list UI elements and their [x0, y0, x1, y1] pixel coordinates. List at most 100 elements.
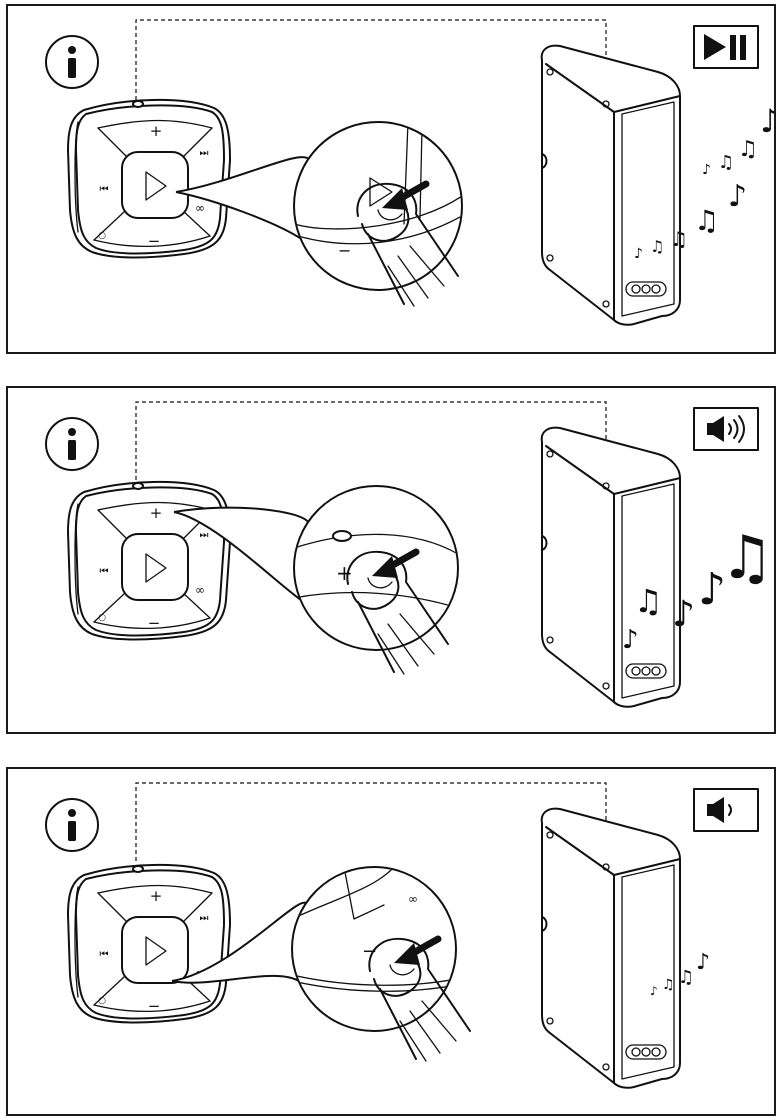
minus-label: − [148, 997, 161, 1015]
music-notes-icon: ♪♫♫♪ [650, 950, 710, 998]
side-notch [541, 535, 548, 551]
speaker-buttons [625, 663, 667, 679]
speaker-grille [621, 483, 675, 699]
press-arrow-icon [372, 548, 420, 578]
panel-illustration: +−⏮⏭∞○−♪♫♫♫♪♪♫♫♪ [45, 19, 774, 326]
music-notes-icon: ♪♫♪♪♫ [622, 523, 774, 655]
note-icon: ♪ [696, 950, 710, 975]
link-icon: ∞ [195, 201, 205, 215]
screw [546, 831, 554, 839]
info-icon [45, 798, 99, 852]
screw [546, 1017, 554, 1025]
zoom-minus-label: − [362, 941, 377, 962]
beamed-note-icon: ♫ [678, 967, 694, 988]
next-icon: ⏭ [200, 148, 209, 159]
zoom-circle [293, 121, 463, 291]
finger-icon [356, 180, 459, 307]
speaker [540, 807, 681, 1089]
volume-down-icon [693, 788, 759, 832]
zoom-bubble: + [173, 485, 459, 651]
speaker [540, 426, 681, 708]
beamed-note-icon: ♫ [662, 977, 675, 993]
screw [602, 100, 610, 108]
beamed-note-icon: ♫ [650, 237, 664, 256]
info-icon [45, 417, 99, 471]
next-icon: ⏭ [200, 530, 209, 541]
zoom-play-edge [343, 868, 385, 920]
connection-line [135, 401, 607, 480]
press-arrow-icon [394, 935, 442, 965]
screw [546, 636, 554, 644]
panel-volume-up: +−⏮⏭∞○+♪♫♪♪♫ [6, 386, 776, 734]
remote-control: + − ⏮ ⏭ ∞ ○ [67, 99, 231, 259]
dot-icon: ○ [98, 613, 106, 623]
minus-label: − [148, 614, 161, 632]
speaker-buttons [625, 281, 667, 297]
note-icon: ♪ [622, 625, 639, 655]
play-icon [145, 171, 167, 201]
remote-control: +−⏮⏭∞○ [67, 864, 231, 1024]
speaker [540, 44, 681, 326]
beamed-note-icon: ♫ [670, 227, 688, 251]
connection-line [135, 782, 607, 861]
note-icon: ♪ [650, 984, 658, 998]
plus-label: + [150, 887, 163, 905]
clip-hole [332, 530, 352, 542]
screw [546, 450, 554, 458]
beamed-note-icon: ♫ [694, 204, 719, 237]
finger-icon [368, 935, 471, 1062]
note-icon: ♪ [702, 162, 711, 178]
note-icon: ♪ [698, 564, 726, 615]
remote-control: +−⏮⏭∞○ [67, 481, 231, 641]
speaker-buttons [625, 1044, 667, 1060]
plus-label: + [150, 122, 163, 140]
panel-illustration: +−⏮⏭∞○∞−♪♫♫♪ [45, 782, 759, 1089]
panel-volume-down: +−⏮⏭∞○∞−♪♫♫♪ [6, 767, 776, 1116]
finger-icon [346, 548, 449, 675]
plus-label: + [150, 504, 163, 522]
zoom-circle [293, 485, 459, 651]
zoom-bubble: − [175, 121, 463, 291]
play-button [121, 533, 189, 601]
side-notch [541, 153, 548, 169]
speaker-grille [621, 864, 675, 1080]
zoom-link-icon: ∞ [408, 892, 418, 906]
dot-icon: ○ [98, 231, 106, 241]
prev-icon: ⏮ [100, 566, 109, 577]
side-notch [541, 916, 548, 932]
sound-wave [738, 415, 745, 443]
music-notes-icon: ♪♫♫♫♪♪♫♫♪ [634, 102, 774, 262]
speaker-grille [621, 101, 675, 317]
screw [602, 482, 610, 490]
screw [602, 300, 610, 308]
next-icon: ⏭ [200, 913, 209, 924]
screw [602, 863, 610, 871]
screw [546, 254, 554, 262]
dot-icon: ○ [98, 996, 106, 1006]
zoom-minus-label: − [338, 241, 351, 260]
beamed-note-icon: ♫ [720, 523, 774, 593]
beamed-note-icon: ♫ [634, 582, 663, 620]
minus-label: − [148, 232, 161, 250]
connection-line [135, 19, 607, 100]
note-icon: ♪ [672, 594, 695, 635]
note-icon: ♪ [728, 179, 747, 214]
sound-wave [728, 423, 732, 435]
play-icon [145, 553, 167, 583]
press-arrow-icon [382, 180, 430, 210]
play-pause-icon [693, 25, 759, 69]
sound-wave [733, 419, 739, 439]
note-icon: ♪ [634, 246, 643, 262]
screw [602, 1063, 610, 1071]
prev-icon: ⏮ [100, 184, 109, 195]
prev-icon: ⏮ [100, 949, 109, 960]
play-button [121, 916, 189, 984]
screw [546, 68, 554, 76]
volume-up-icon [693, 407, 759, 451]
screw [602, 682, 610, 690]
panel-play-pause: +−⏮⏭∞○−♪♫♫♫♪♪♫♫♪ [6, 4, 776, 354]
sound-wave [728, 804, 732, 816]
beamed-note-icon: ♫ [738, 137, 758, 162]
panel-illustration: +−⏮⏭∞○+♪♫♪♪♫ [45, 401, 774, 708]
beamed-note-icon: ♫ [718, 152, 734, 173]
